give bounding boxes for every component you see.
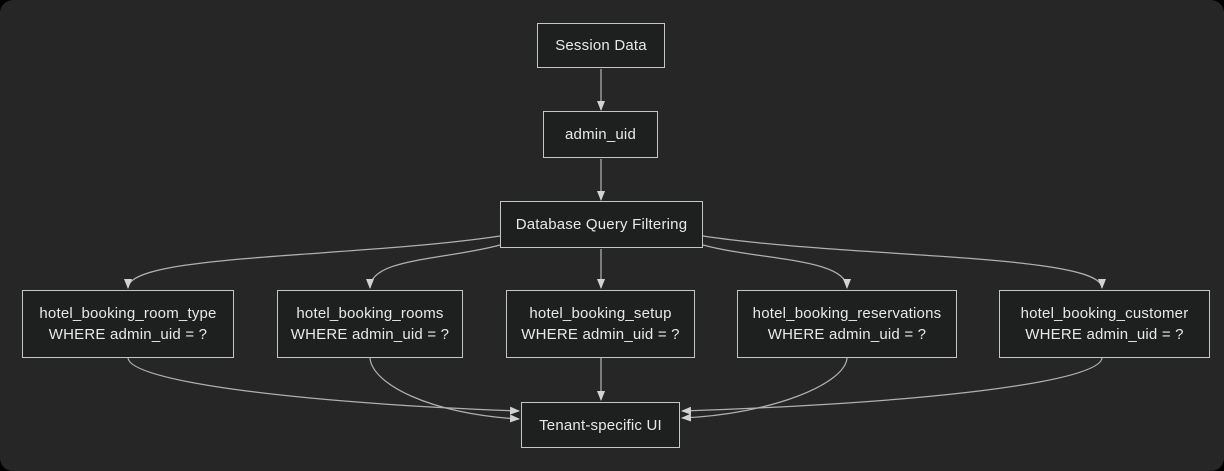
- edge-queryfiltering-to-roomtype: [124, 235, 501, 289]
- node-session-data: Session Data: [537, 23, 665, 68]
- edge-rooms-to-tenantui: [369, 357, 520, 423]
- node-admin-uid: admin_uid: [543, 111, 658, 158]
- node-tenant-specific-ui: Tenant-specific UI: [521, 402, 680, 448]
- edge-reservations-to-tenantui: [681, 357, 848, 422]
- node-database-query-filtering-label: Database Query Filtering: [515, 216, 688, 233]
- node-admin-uid-label: admin_uid: [564, 126, 636, 143]
- where-clause: WHERE admin_uid = ?: [1025, 326, 1184, 343]
- table-name: hotel_booking_customer: [1020, 305, 1189, 322]
- table-name: hotel_booking_setup: [529, 305, 672, 322]
- where-clause: WHERE admin_uid = ?: [521, 326, 680, 343]
- edge-queryfiltering-to-rooms: [366, 244, 501, 289]
- table-name: hotel_booking_room_type: [39, 305, 217, 322]
- where-clause: WHERE admin_uid = ?: [290, 326, 450, 343]
- node-tenant-specific-ui-label: Tenant-specific UI: [539, 416, 662, 434]
- node-hotel-booking-customer: hotel_booking_customer WHERE admin_uid =…: [999, 290, 1210, 358]
- node-hotel-booking-rooms: hotel_booking_rooms WHERE admin_uid = ?: [277, 290, 463, 358]
- edge-queryfiltering-to-reservations: [702, 244, 851, 289]
- node-session-data-label: Session Data: [555, 37, 647, 54]
- where-clause: WHERE admin_uid = ?: [48, 326, 208, 343]
- edge-customer-to-tenantui: [681, 357, 1103, 415]
- edge-roomtype-to-tenantui: [127, 357, 520, 415]
- node-database-query-filtering: Database Query Filtering: [500, 201, 703, 248]
- node-hotel-booking-setup: hotel_booking_setup WHERE admin_uid = ?: [506, 290, 695, 358]
- table-name: hotel_booking_rooms: [296, 305, 444, 322]
- where-clause: WHERE admin_uid = ?: [767, 326, 927, 343]
- table-name: hotel_booking_reservations: [752, 305, 942, 322]
- node-hotel-booking-reservations: hotel_booking_reservations WHERE admin_u…: [737, 290, 957, 358]
- edge-queryfiltering-to-customer: [702, 235, 1106, 289]
- node-hotel-booking-room-type: hotel_booking_room_type WHERE admin_uid …: [22, 290, 234, 358]
